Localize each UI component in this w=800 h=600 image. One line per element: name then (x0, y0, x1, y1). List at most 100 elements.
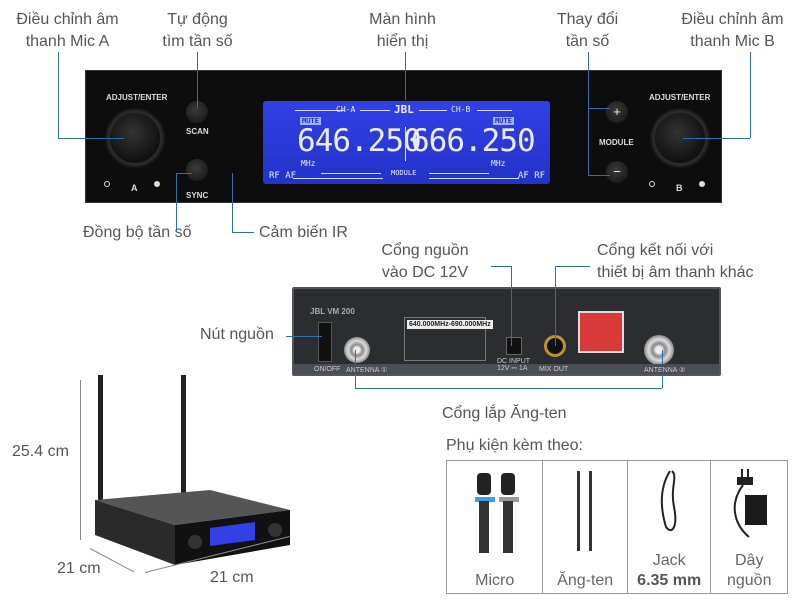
label-auto-scan: Tự động tìm tần số (150, 9, 245, 53)
lcd-module: MODULE (391, 169, 417, 177)
leader-line (197, 52, 198, 108)
lcd-bar (295, 110, 345, 111)
sync-label: SYNC (186, 191, 209, 200)
module-label: MODULE (599, 138, 634, 147)
lcd-bar (429, 173, 489, 174)
label-antenna: Cổng lắp Ăng-ten (442, 405, 567, 422)
label-change-freq-line2: tần số (565, 33, 610, 50)
rear-label-strip (294, 364, 719, 374)
label-mic-b-line2: thanh Mic B (690, 33, 775, 50)
leader-line (588, 108, 610, 109)
accessory-label: Jack (652, 552, 686, 569)
accessory-power-adapter: Dây nguồn (711, 461, 787, 593)
accessory-micro: Micro (447, 461, 544, 593)
label-mic-a-line1: Điều chỉnh âm (16, 11, 119, 28)
accessories-box: Micro Ăng-ten Jack 6.35 mm Dây nguồn (446, 460, 788, 594)
label-auto-scan-line2: tìm tần số (162, 33, 233, 50)
sync-button[interactable] (186, 159, 208, 181)
antenna-1-label: ANTENNA ① (346, 367, 388, 374)
lcd-display: CH-A JBL CH-B MUTE MUTE 646.250 666.250 … (263, 101, 550, 184)
accessory-jack: Jack 6.35 mm (628, 461, 712, 593)
mute-b: MUTE (493, 117, 514, 125)
freq-b: 666.250 (411, 123, 536, 159)
leader-line (511, 266, 512, 346)
leader-line (405, 52, 406, 100)
freq-a: 646.250 (297, 123, 422, 159)
channel-a-label: A (131, 183, 138, 193)
power-adapter-icon (734, 469, 768, 538)
label-mic-b: Điều chỉnh âm thanh Mic B (670, 9, 795, 53)
on-off-label: ON/OFF (314, 366, 341, 373)
dimension-line (80, 380, 81, 540)
leader-line (750, 52, 751, 138)
lcd-ch-a: CH-A (336, 105, 356, 114)
warning-label: 640.000MHz-690.000MHz (404, 317, 493, 361)
unit-b: MHz (491, 159, 506, 168)
lcd-ch-b: CH-B (451, 105, 471, 114)
scan-button[interactable] (186, 101, 208, 123)
label-power: Nút nguồn (200, 326, 274, 343)
lcd-divider (405, 127, 406, 161)
leader-line (286, 336, 322, 337)
adjust-a-label: ADJUST/ENTER (106, 93, 168, 102)
led-b-on (699, 181, 705, 187)
label-display-line2: hiển thị (376, 33, 429, 50)
lcd-bar (477, 110, 512, 111)
dimension-width: 21 cm (210, 569, 254, 586)
antenna-1-connector[interactable] (344, 337, 370, 363)
lcd-bar (429, 178, 519, 179)
accessory-sublabel: 6.35 mm (637, 572, 702, 589)
unit-a: MHz (301, 159, 316, 168)
accessories-title: Phụ kiện kèm theo: (446, 437, 583, 454)
antenna-2-label: ANTENNA ② (644, 367, 686, 374)
lcd-bar (360, 110, 390, 111)
label-dc-port-line1: Cổng nguồn (381, 242, 469, 259)
label-change-freq: Thay đổi tần số (540, 9, 635, 53)
label-auto-scan-line1: Tự động (167, 11, 228, 28)
rf-af: RF AF (269, 171, 297, 181)
af-rf: AF RF (518, 171, 546, 181)
brand-sticker (578, 311, 624, 353)
module-minus-button[interactable]: − (606, 161, 628, 183)
model-label: JBL VM 200 (310, 307, 355, 316)
antenna-icon (577, 471, 593, 551)
label-display-line1: Màn hình (369, 11, 436, 28)
dc-jack[interactable] (506, 337, 522, 355)
channel-b-label: B (676, 183, 683, 193)
microphone-icon (475, 473, 519, 553)
leader-line (588, 175, 610, 176)
receiver-product-image (95, 375, 290, 565)
leader-line (555, 266, 556, 346)
led-b-off (649, 181, 655, 187)
label-mic-b-line1: Điều chỉnh âm (681, 11, 784, 28)
accessory-sublabel: nguồn (726, 572, 772, 589)
label-dc-port-line2: vào DC 12V (381, 264, 469, 281)
accessory-label: Ăng-ten (557, 572, 614, 589)
mute-a: MUTE (300, 117, 321, 125)
dimension-height: 25.4 cm (12, 443, 69, 460)
brand-logo: JBL (394, 103, 414, 116)
leader-line (58, 138, 124, 139)
mix-out-label: MIX OUT (539, 366, 569, 373)
power-switch[interactable] (318, 322, 332, 362)
accessory-label: Dây (735, 552, 764, 569)
label-ir: Cảm biến IR (259, 224, 348, 241)
accessory-antenna: Ăng-ten (543, 461, 628, 593)
label-change-freq-line1: Thay đổi (556, 11, 619, 28)
leader-line (355, 388, 662, 389)
led-a-off (104, 181, 110, 187)
leader-line (232, 232, 254, 233)
antenna-2-connector[interactable] (644, 335, 674, 365)
lcd-bar (321, 173, 381, 174)
leader-line (588, 52, 589, 176)
leader-line (232, 173, 233, 232)
label-sync: Đồng bộ tần số (83, 224, 192, 241)
label-display: Màn hình hiển thị (355, 9, 450, 53)
label-mix-port-line2: thiết bị âm thanh khác (597, 264, 754, 281)
rear-panel: JBL VM 200 640.000MHz-690.000MHz DC INPU… (292, 287, 721, 376)
frequency-sticker: 640.000MHz-690.000MHz (407, 320, 493, 329)
module-plus-button[interactable]: + (606, 101, 628, 123)
label-dc-port: Cổng nguồn vào DC 12V (365, 240, 485, 284)
